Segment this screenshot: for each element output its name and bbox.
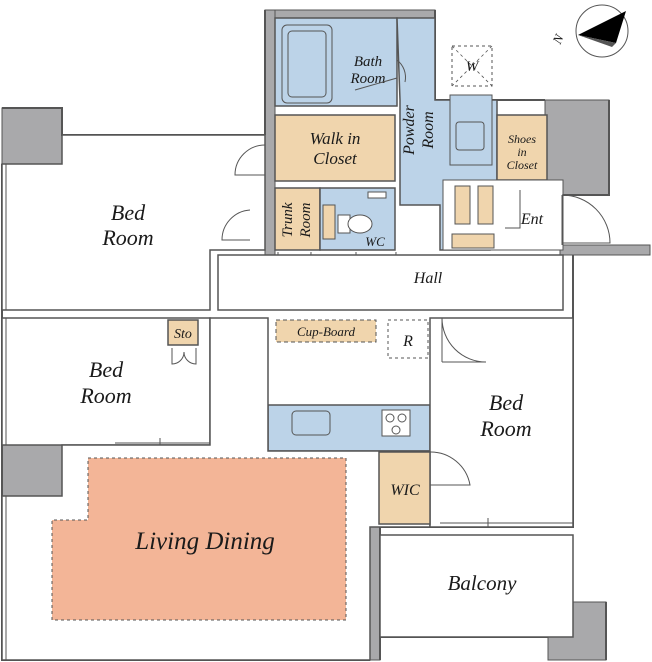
- bed-room-1-floor: [1, 134, 266, 311]
- wall-east-ledge: [559, 244, 651, 256]
- wall-top: [264, 9, 436, 19]
- storage-label: Sto: [174, 327, 192, 342]
- entrance-shelf: [451, 233, 495, 249]
- bed-room-1-label-1: Bed: [111, 200, 146, 225]
- walk-in-closet-floor: [274, 114, 396, 182]
- bathtub: [281, 24, 333, 104]
- entrance: Ent: [442, 179, 611, 273]
- wc-room: WC: [319, 187, 397, 293]
- bed-room-3-label-2: Room: [479, 416, 531, 441]
- shoes-closet-label-3: Closet: [507, 158, 538, 172]
- living-dining-zone: [51, 457, 347, 621]
- wic-door: [429, 451, 471, 486]
- balcony-label: Balcony: [448, 571, 517, 595]
- bed-room-2-label-2: Room: [79, 383, 131, 408]
- bed-room-3: Bed Room: [429, 317, 574, 528]
- trunk-room-floor: [274, 187, 321, 251]
- shoes-closet: Shoes in Closet: [496, 114, 548, 181]
- kitchen-area: Cup-Board R: [267, 319, 431, 452]
- living-dining: Living Dining: [1, 317, 431, 661]
- powder-room-label-1: Powder: [401, 104, 418, 156]
- refrigerator-label: R: [402, 333, 413, 350]
- balcony: Balcony: [379, 534, 574, 638]
- bath-room-label-1: Bath: [354, 54, 382, 70]
- bed-room-2-label-1: Bed: [89, 357, 124, 382]
- shoes-closet-label-1: Shoes: [508, 132, 536, 146]
- hall-floor: [217, 254, 564, 311]
- wc-basin: [367, 191, 387, 199]
- bed-room-3-door: [441, 317, 487, 363]
- bed-room-1: Bed Room: [1, 134, 266, 311]
- bed-room-3-label-1: Bed: [489, 390, 524, 415]
- entrance-door: [561, 194, 611, 245]
- wall-column-nw: [1, 107, 63, 165]
- compass-needle-icon: [578, 11, 626, 43]
- toilet-icon: [347, 214, 373, 234]
- wic-floor: [378, 451, 431, 525]
- wall-top-left: [264, 9, 276, 261]
- wall-column-west: [1, 439, 63, 497]
- bath-door: [354, 77, 398, 91]
- trunk-room: Trunk Room: [274, 187, 321, 286]
- trunk-room-label-1: Trunk: [280, 202, 296, 237]
- entrance-label: Ent: [520, 211, 544, 228]
- storage-floor: [167, 319, 199, 346]
- wall-balcony-west: [369, 526, 381, 661]
- powder-room-label-2: Room: [420, 111, 437, 149]
- bathtub-inner: [287, 30, 327, 98]
- refrigerator-space: [387, 319, 429, 359]
- walk-in-closet-label-2: Closet: [313, 149, 358, 168]
- washer-label: W: [466, 59, 480, 75]
- bath-room: Bath Room: [274, 17, 398, 107]
- bed-room-3-floor: [429, 317, 574, 528]
- trunk-room-label-2: Room: [298, 202, 314, 238]
- stove-icon: [381, 409, 411, 437]
- balcony-floor: [379, 534, 574, 638]
- shoes-closet-floor: [496, 114, 548, 181]
- walk-in-closet-label-1: Walk in: [310, 129, 361, 148]
- bath-room-label-2: Room: [350, 71, 386, 87]
- cupboard: [275, 319, 377, 343]
- compass-north-label: N: [549, 31, 567, 47]
- living-dining-label: Living Dining: [134, 528, 275, 555]
- wall-column-ne: [544, 99, 610, 196]
- entrance-cabinet-1: [454, 185, 471, 225]
- kitchen-sink-icon: [291, 410, 331, 436]
- wc-cabinet: [322, 204, 336, 240]
- washer-space: [451, 45, 493, 87]
- compass: N: [549, 4, 629, 58]
- bed-room-1-label-2: Room: [101, 225, 153, 250]
- wic-label: WIC: [390, 482, 420, 499]
- sink-icon: [455, 121, 485, 151]
- cupboard-label: Cup-Board: [297, 324, 356, 339]
- wic: WIC: [378, 451, 471, 525]
- wc-label: WC: [365, 234, 385, 249]
- hall: Hall: [217, 254, 564, 311]
- hall-label: Hall: [413, 270, 443, 287]
- shoes-closet-label-2: in: [517, 145, 526, 159]
- vanity: [449, 94, 493, 166]
- walk-in-closet: Walk in Closet: [274, 114, 396, 182]
- bed-room-1-door: [234, 144, 266, 176]
- entrance-cabinet-2: [477, 185, 494, 225]
